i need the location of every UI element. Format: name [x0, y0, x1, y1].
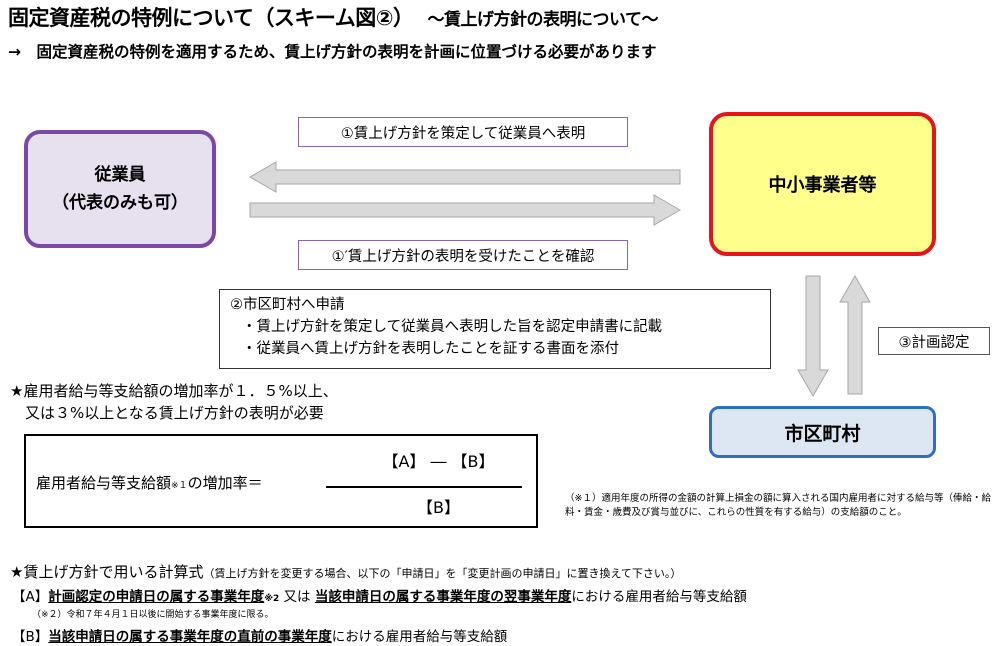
employee-label: 従業員: [94, 165, 146, 185]
arrow-left: [248, 161, 681, 193]
step2-item: ・賃上げ方針を策定して従業員へ表明した旨を認定申請書に記載: [242, 319, 663, 335]
calc-heading-note: （賃上げ方針を変更する場合、以下の「申請日」を「変更計画の申請日」に置き換えて下…: [203, 567, 682, 580]
employee-box: 従業員 （代表のみも可）: [24, 130, 216, 248]
footnote-1: （※１）適用年度の所得の金額の計算上損金の額に算入される国内雇用者に対する給与等…: [565, 493, 991, 518]
formula-lhs-tail: の増加率＝: [187, 474, 263, 492]
step2-title: ②市区町村へ申請: [230, 297, 345, 313]
requirement-line2: 又は３%以上となる賃上げ方針の表明が必要: [10, 404, 324, 422]
fraction-bar: [326, 486, 522, 488]
requirement-note: ★雇用者給与等支給額の増加率が１．５%以上、 又は３%以上となる賃上げ方針の表明…: [10, 380, 338, 424]
formula-lhs-note: ※１: [171, 481, 188, 491]
formula-box: 雇用者給与等支給額※１の増加率＝ 【A】 ― 【B】 【B】: [24, 434, 538, 528]
city-label: 市区町村: [784, 422, 861, 445]
row-a-term2: 当該申請日の属する事業年度の翌事業年度: [314, 589, 572, 605]
arrow-up: [839, 274, 871, 395]
row-a-term1: 計画認定の申請日の属する事業年度: [48, 589, 265, 605]
calc-heading-text: ★賃上げ方針で用いる計算式: [10, 563, 204, 581]
page-lead: → 固定資産税の特例を適用するため、賃上げ方針の表明を計画に位置づける必要があり…: [8, 43, 657, 61]
arrow-right: [249, 194, 682, 226]
formula-numerator: 【A】 ― 【B】: [382, 452, 495, 471]
footnote-2: （※２）令和７年４月１日以後に開始する事業年度に限る。: [32, 610, 274, 620]
row-b-tail: における雇用者給与等支給額: [331, 629, 508, 645]
title-sub: ～賃上げ方針の表明について～: [427, 10, 659, 30]
row-a-label: 【A】: [12, 589, 49, 605]
formula-lhs-text: 雇用者給与等支給額: [36, 474, 172, 492]
step1b-label: ①′賃上げ方針の表明を受けたことを確認: [298, 240, 628, 270]
arrow-down: [797, 275, 829, 398]
row-a-tail: における雇用者給与等支給額: [571, 589, 747, 605]
row-b-term: 当該申請日の属する事業年度の直前の事業年度: [48, 629, 332, 645]
requirement-line1: ★雇用者給与等支給額の増加率が１．５%以上、: [10, 382, 338, 400]
row-b-label: 【B】: [12, 629, 49, 645]
city-box: 市区町村: [709, 406, 936, 458]
step3-label: ③計画認定: [878, 327, 990, 355]
step1-label: ①賃上げ方針を策定して従業員へ表明: [298, 117, 628, 147]
step2-item: ・従業員へ賃上げ方針を表明したことを証する書面を添付: [242, 341, 619, 357]
calc-heading: ★賃上げ方針で用いる計算式（賃上げ方針を変更する場合、以下の「申請日」を「変更計…: [10, 561, 681, 582]
row-a-note: ※2: [264, 594, 280, 604]
step2-box: ②市区町村へ申請 ・賃上げ方針を策定して従業員へ表明した旨を認定申請書に記載 ・…: [219, 289, 771, 369]
calc-row-a: 【A】計画認定の申請日の属する事業年度※2 又は 当該申請日の属する事業年度の翌…: [12, 585, 747, 605]
company-label: 中小事業者等: [768, 175, 877, 196]
company-box: 中小事業者等: [709, 112, 936, 256]
title-main: 固定資産税の特例について（スキーム図②）: [8, 6, 414, 30]
formula-lhs: 雇用者給与等支給額※１の増加率＝: [36, 472, 263, 493]
formula-denominator: 【B】: [417, 498, 460, 517]
employee-note: （代表のみも可）: [52, 193, 188, 213]
page-title: 固定資産税の特例について（スキーム図②） ～賃上げ方針の表明について～: [8, 2, 659, 32]
calc-row-b: 【B】当該申請日の属する事業年度の直前の事業年度における雇用者給与等支給額: [12, 625, 507, 645]
row-a-mid: 又は: [279, 589, 315, 605]
